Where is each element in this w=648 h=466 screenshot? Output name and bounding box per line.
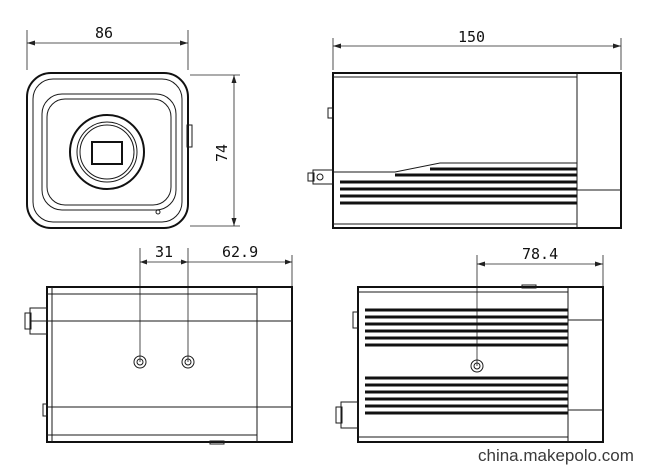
sensor-window bbox=[91, 141, 123, 165]
mounting-hole-1 bbox=[133, 355, 147, 369]
side-view: 150 bbox=[307, 28, 622, 229]
front-view: 86 74 bbox=[26, 24, 240, 229]
bnc-connector-bottom bbox=[24, 307, 48, 335]
top-heatsink-fins-upper bbox=[365, 308, 568, 347]
dimension-label-78-4: 78.4 bbox=[522, 245, 558, 263]
dimension-front-height: 74 bbox=[190, 74, 240, 227]
indicator-dot bbox=[155, 209, 161, 215]
side-body-outline bbox=[332, 72, 622, 229]
dimension-top-hole-offset: 78.4 bbox=[476, 245, 604, 366]
bottom-view: 31 62.9 bbox=[24, 243, 293, 445]
top-mounting-hole bbox=[470, 359, 484, 373]
dimension-label-31: 31 bbox=[155, 243, 173, 261]
bnc-connector-side bbox=[307, 169, 334, 185]
side-heatsink-fins bbox=[340, 167, 577, 205]
top-view: 78.4 bbox=[335, 245, 604, 443]
lens-mount bbox=[69, 114, 145, 190]
dimension-label-86: 86 bbox=[95, 24, 113, 42]
dimension-label-62-9: 62.9 bbox=[222, 243, 258, 261]
dimension-hole-offset: 62.9 bbox=[188, 243, 293, 290]
top-body-outline bbox=[357, 286, 604, 443]
watermark-text: china.makepolo.com bbox=[478, 446, 634, 465]
dimension-front-width: 86 bbox=[26, 24, 189, 70]
bottom-body-outline bbox=[46, 286, 293, 443]
dimension-hole-spacing: 31 bbox=[139, 243, 189, 362]
bnc-connector-top bbox=[335, 401, 359, 429]
mounting-hole-2 bbox=[181, 355, 195, 369]
top-heatsink-fins-lower bbox=[365, 376, 568, 415]
dimension-label-74: 74 bbox=[213, 144, 231, 162]
front-body-outline bbox=[26, 72, 189, 229]
dimension-label-150: 150 bbox=[458, 28, 485, 46]
dimension-side-length: 150 bbox=[332, 28, 622, 70]
